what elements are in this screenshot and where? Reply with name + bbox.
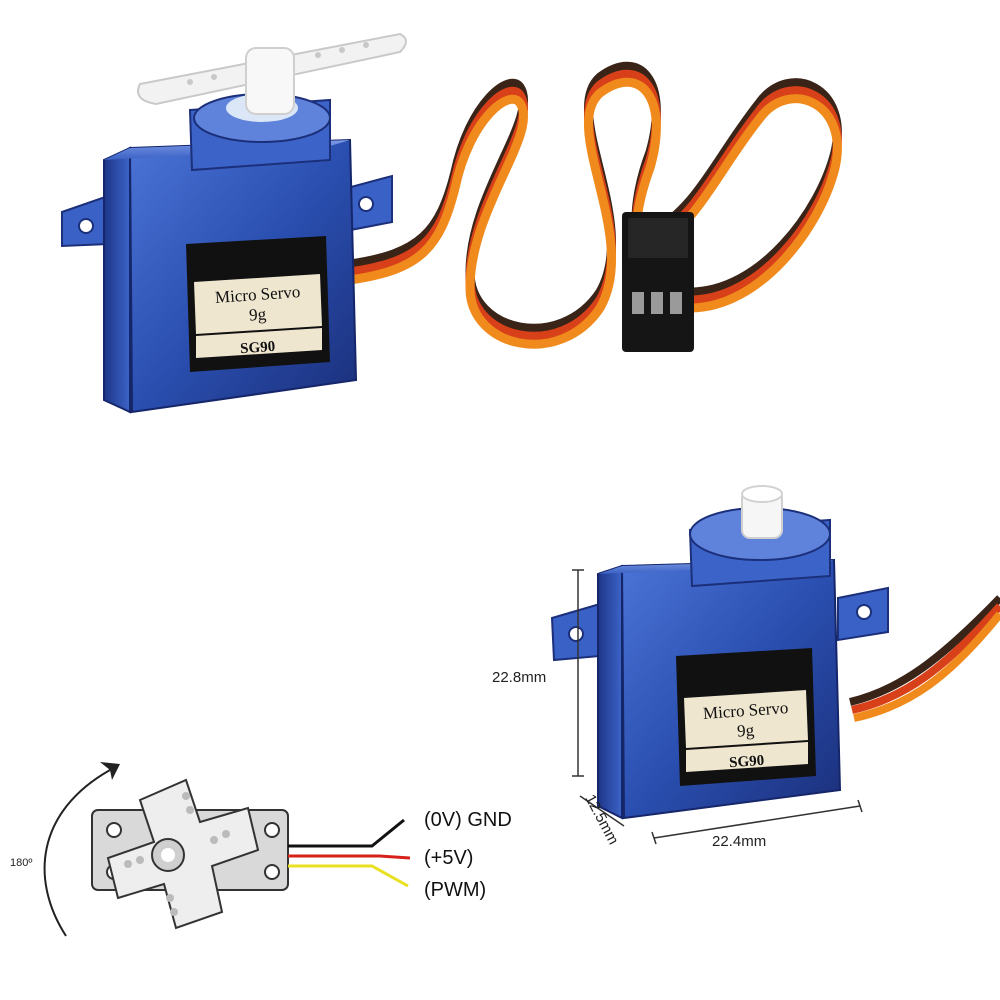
servo-top-model: SG90 xyxy=(240,339,276,357)
servo-bottom: Micro Servo 9g SG90 xyxy=(550,485,889,820)
rotation-angle: 180º xyxy=(10,857,32,869)
dimension-width: 22.4mm xyxy=(712,833,766,850)
wire-label-gnd: (0V) GND xyxy=(424,809,512,831)
servo-bottom-cable xyxy=(849,595,1000,722)
servo-top: Micro Servo 9g SG90 xyxy=(61,32,407,414)
dimension-height: 22.8mm xyxy=(492,669,546,686)
servo-cable-top xyxy=(345,61,842,349)
servo-diagram xyxy=(91,778,289,930)
wiring-lines xyxy=(288,818,411,888)
servo-bottom-model: SG90 xyxy=(729,753,765,771)
wire-label-pwm: (PWM) xyxy=(424,879,486,901)
servo-bottom-label-line2: 9g xyxy=(736,720,755,740)
dimension-lines xyxy=(572,569,863,845)
connector-plug xyxy=(622,212,694,352)
rotation-arrow xyxy=(43,762,120,937)
wire-label-vcc: (+5V) xyxy=(424,847,473,869)
servo-top-label-line2: 9g xyxy=(248,304,267,324)
